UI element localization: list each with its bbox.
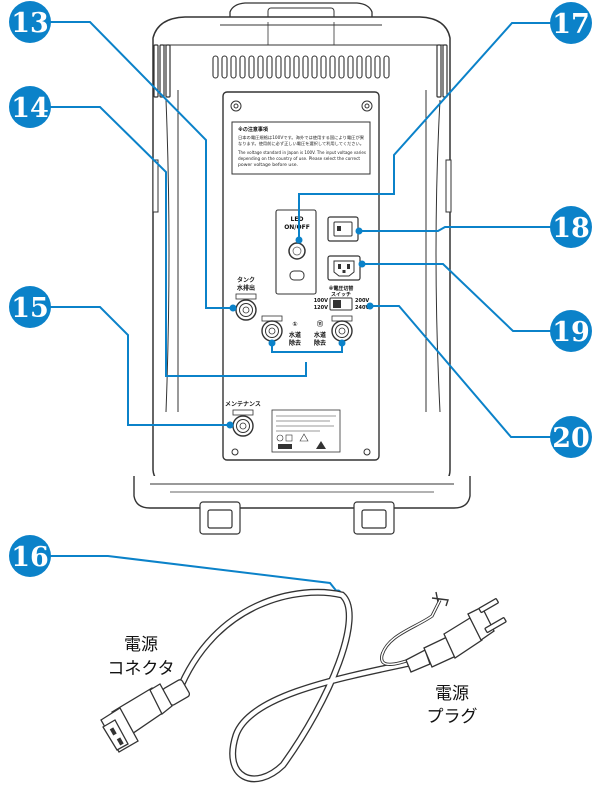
connector-label-1: 電源 [124, 635, 158, 655]
caution-jp-2: なります。使用前に必ず正しい電圧を選択して利用してください。 [238, 140, 364, 147]
voltage-selector: ※電圧切替 スイッチ 100V 120V 200V 240V [314, 285, 370, 311]
caution-en-1: The voltage standard in Japan is 100V. T… [237, 150, 366, 155]
callout-number: 20 [552, 423, 590, 454]
callout-number: 18 [552, 213, 590, 244]
v200-label: 200V [355, 298, 369, 304]
callout-number: 15 [11, 293, 49, 324]
caution-title: ※の注意事項 [238, 126, 269, 133]
plug-label-1: 電源 [435, 684, 469, 704]
callout-20: 20 [550, 416, 592, 458]
callout-number: 13 [11, 8, 49, 39]
callout-13: 13 [9, 1, 51, 43]
maintenance-label: メンテナンス [225, 401, 261, 408]
drain-left-label-1: 水道 [289, 331, 301, 339]
plug-label-2: プラグ [427, 707, 478, 727]
callout-number: 14 [11, 93, 49, 124]
voltage-title: ※電圧切替 [329, 285, 355, 292]
vent-grille [212, 55, 390, 79]
callout-number: 19 [552, 317, 590, 348]
drain-right-label-2: 除去 [314, 339, 326, 347]
power-cord [174, 588, 449, 783]
tank-drain-label-2: 水排出 [237, 284, 255, 292]
drain-right-label-1: 水道 [314, 331, 326, 339]
drain-port-left[interactable] [261, 315, 283, 342]
drain-left-symbol: ① [292, 321, 297, 328]
callout-17: 17 [550, 2, 592, 44]
v100-label: 100V [314, 298, 328, 304]
callout-leaders [30, 21, 571, 594]
power-plug [405, 598, 507, 673]
caution-sticker: ※の注意事項 日本の電圧規格は100Vです。海外では使用する国により電圧が異 な… [231, 121, 371, 175]
caution-en-3: power voltage before use. [238, 162, 298, 167]
led-indicator [289, 270, 305, 281]
callout-16: 16 [9, 535, 51, 577]
led-control: LED ON/OFF [275, 209, 317, 295]
callout-number: 16 [11, 542, 49, 573]
power-switch[interactable] [327, 216, 359, 242]
callout-19: 19 [550, 310, 592, 352]
callout-15: 15 [9, 286, 51, 328]
callout-number: 17 [552, 9, 590, 40]
v120-label: 120V [314, 305, 328, 311]
caution-jp-1: 日本の電圧規格は100Vです。海外では使用する国により電圧が異 [238, 134, 364, 141]
voltage-switch-label: スイッチ [331, 292, 351, 298]
panel-screws [230, 100, 373, 456]
tank-drain-label-1: タンク [237, 276, 255, 284]
drain-port-right[interactable] [331, 315, 353, 342]
power-inlet[interactable] [327, 255, 361, 281]
led-label-2: ON/OFF [284, 224, 310, 231]
callout-14: 14 [9, 86, 51, 128]
tank-drain-port[interactable]: タンク 水排出 [235, 276, 257, 321]
connector-label-2: コネクタ [107, 659, 174, 679]
caution-en-2: depending on the country of use. Please … [238, 156, 360, 161]
v240-label: 240V [355, 305, 369, 311]
drain-right-symbol: ⑪ [317, 320, 323, 328]
power-connector [100, 679, 191, 753]
casters [199, 501, 395, 535]
led-label-1: LED [291, 216, 304, 223]
rating-label [271, 409, 341, 453]
drain-left-label-2: 除去 [289, 339, 301, 347]
callout-18: 18 [550, 206, 592, 248]
